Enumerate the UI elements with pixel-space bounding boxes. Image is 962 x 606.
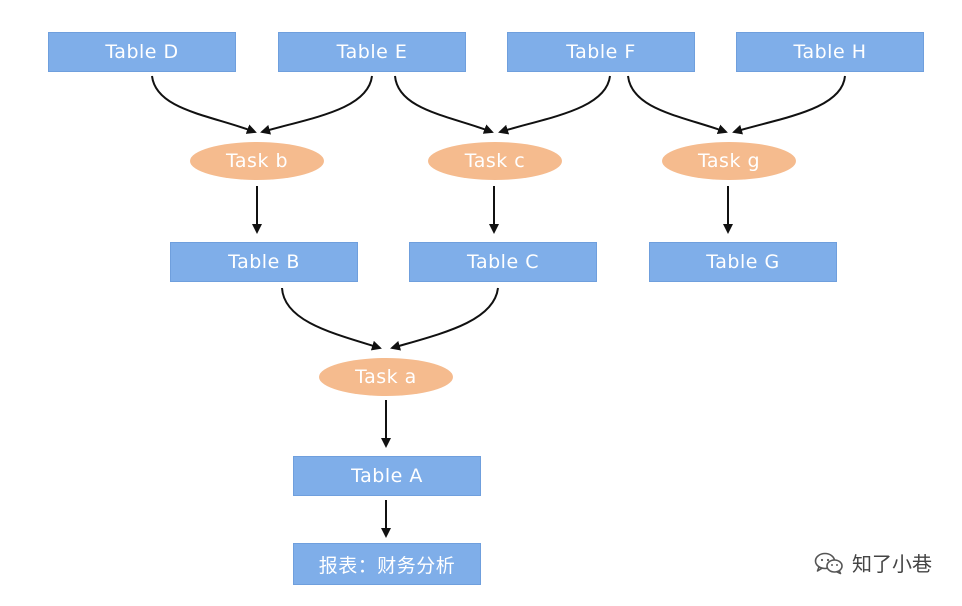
edge-table-h-task-g [732, 75, 846, 135]
node-task-c-label: Task c [464, 150, 526, 172]
node-task-b-label: Task b [225, 150, 289, 172]
node-table-h-label: Table H [793, 41, 867, 63]
node-table-g: Table G [649, 242, 837, 282]
node-table-b: Table B [170, 242, 358, 282]
node-table-a-label: Table A [351, 465, 423, 487]
node-report: 报表：财务分析 [293, 543, 481, 585]
edge-table-c-task-a [390, 287, 499, 351]
watermark-text: 知了小巷 [852, 552, 932, 576]
watermark: 知了小巷 [814, 548, 932, 577]
node-report-label: 报表：财务分析 [318, 554, 456, 577]
node-task-b: Task b [190, 142, 324, 180]
node-table-e-label: Table E [336, 41, 408, 63]
wechat-icon [814, 552, 843, 574]
node-table-b-label: Table B [228, 251, 300, 273]
node-table-g-label: Table G [706, 251, 780, 273]
node-table-e: Table E [278, 32, 466, 72]
node-task-g: Task g [662, 142, 796, 180]
node-task-g-label: Task g [697, 150, 761, 172]
edge-table-f-task-c [498, 75, 611, 135]
node-task-a: Task a [319, 358, 453, 396]
edge-table-e-task-b [260, 75, 373, 135]
edge-table-f-task-g [627, 75, 728, 134]
node-task-a-label: Task a [355, 366, 417, 388]
node-table-c: Table C [409, 242, 597, 282]
edge-table-b-task-a [281, 287, 382, 351]
node-table-h: Table H [736, 32, 924, 72]
node-table-d-label: Table D [105, 41, 179, 63]
node-task-c: Task c [428, 142, 562, 180]
node-table-f-label: Table F [566, 41, 636, 63]
node-table-f: Table F [507, 32, 695, 72]
edge-table-d-task-b [151, 75, 257, 134]
node-table-a: Table A [293, 456, 481, 496]
node-table-d: Table D [48, 32, 236, 72]
edge-table-e-task-c [394, 75, 494, 134]
node-table-c-label: Table C [467, 251, 539, 273]
